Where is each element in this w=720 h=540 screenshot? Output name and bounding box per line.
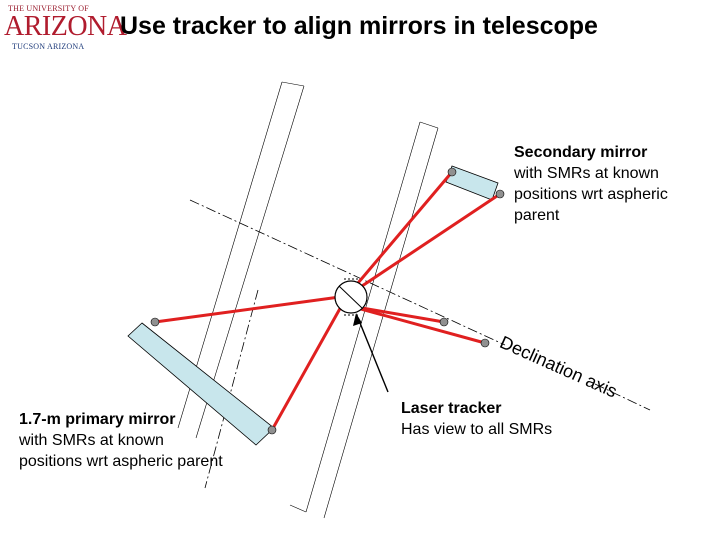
telescope-tube-lines	[177, 81, 439, 519]
logo-line-3: TUCSON ARIZONA	[12, 42, 85, 51]
primary-mirror	[127, 322, 275, 446]
smr-target	[495, 189, 505, 199]
smr-target	[447, 167, 457, 177]
smr-target	[267, 425, 277, 435]
secondary-mirror-line: parent	[514, 207, 560, 224]
tube-line	[289, 504, 307, 513]
secondary-mirror-line: with SMRs at known	[514, 165, 659, 182]
beam-to-primary-smr-2	[270, 294, 349, 432]
smr-target	[439, 317, 449, 327]
declination-axis-line-b	[594, 383, 651, 411]
tube-line	[195, 85, 305, 439]
logo-wordmark: ARIZONA	[4, 11, 127, 42]
beam-to-axis-smr-2	[348, 304, 487, 345]
laser-tracker-description: Has view to all SMRs	[401, 421, 553, 438]
laser-tracker-detail	[338, 285, 363, 309]
secondary-mirror-heading: Secondary mirror	[514, 144, 648, 161]
tube-line	[305, 121, 421, 513]
beam-to-secondary-smr-2	[345, 192, 502, 298]
beam-to-primary-smr-1	[153, 294, 349, 324]
university-logo: THE UNIVERSITY OF ARIZONA TUCSON ARIZONA	[4, 4, 127, 54]
secondary-mirror-line: positions wrt aspheric	[514, 186, 668, 203]
laser-beams	[153, 170, 502, 432]
optical-axis	[204, 289, 259, 489]
tube-line	[281, 81, 305, 87]
laser-tracker-label: Laser tracker Has view to all SMRs	[401, 398, 552, 440]
smr-target	[150, 317, 160, 327]
primary-mirror-label: 1.7-m primary mirror with SMRs at known …	[19, 409, 223, 472]
beam-to-axis-smr-1	[348, 304, 446, 324]
smr-target	[480, 338, 490, 348]
tube-line	[323, 127, 439, 519]
declination-axis-line-a	[189, 199, 506, 346]
tracker-pointer-arrowhead	[353, 313, 362, 326]
primary-mirror-heading: 1.7-m primary mirror	[19, 411, 176, 428]
tube-line	[419, 121, 439, 129]
logo-line-1: THE UNIVERSITY OF	[8, 4, 89, 13]
beam-to-secondary-smr-1	[345, 170, 454, 298]
primary-mirror-line: positions wrt aspheric parent	[19, 453, 223, 470]
page-title: Use tracker to align mirrors in telescop…	[120, 12, 598, 40]
tracker-pointer-arrow	[357, 317, 389, 393]
primary-mirror-line: with SMRs at known	[19, 432, 164, 449]
secondary-mirror-label: Secondary mirror with SMRs at known posi…	[514, 142, 668, 226]
laser-tracker-heading: Laser tracker	[401, 400, 502, 417]
laser-tracker	[334, 278, 368, 316]
